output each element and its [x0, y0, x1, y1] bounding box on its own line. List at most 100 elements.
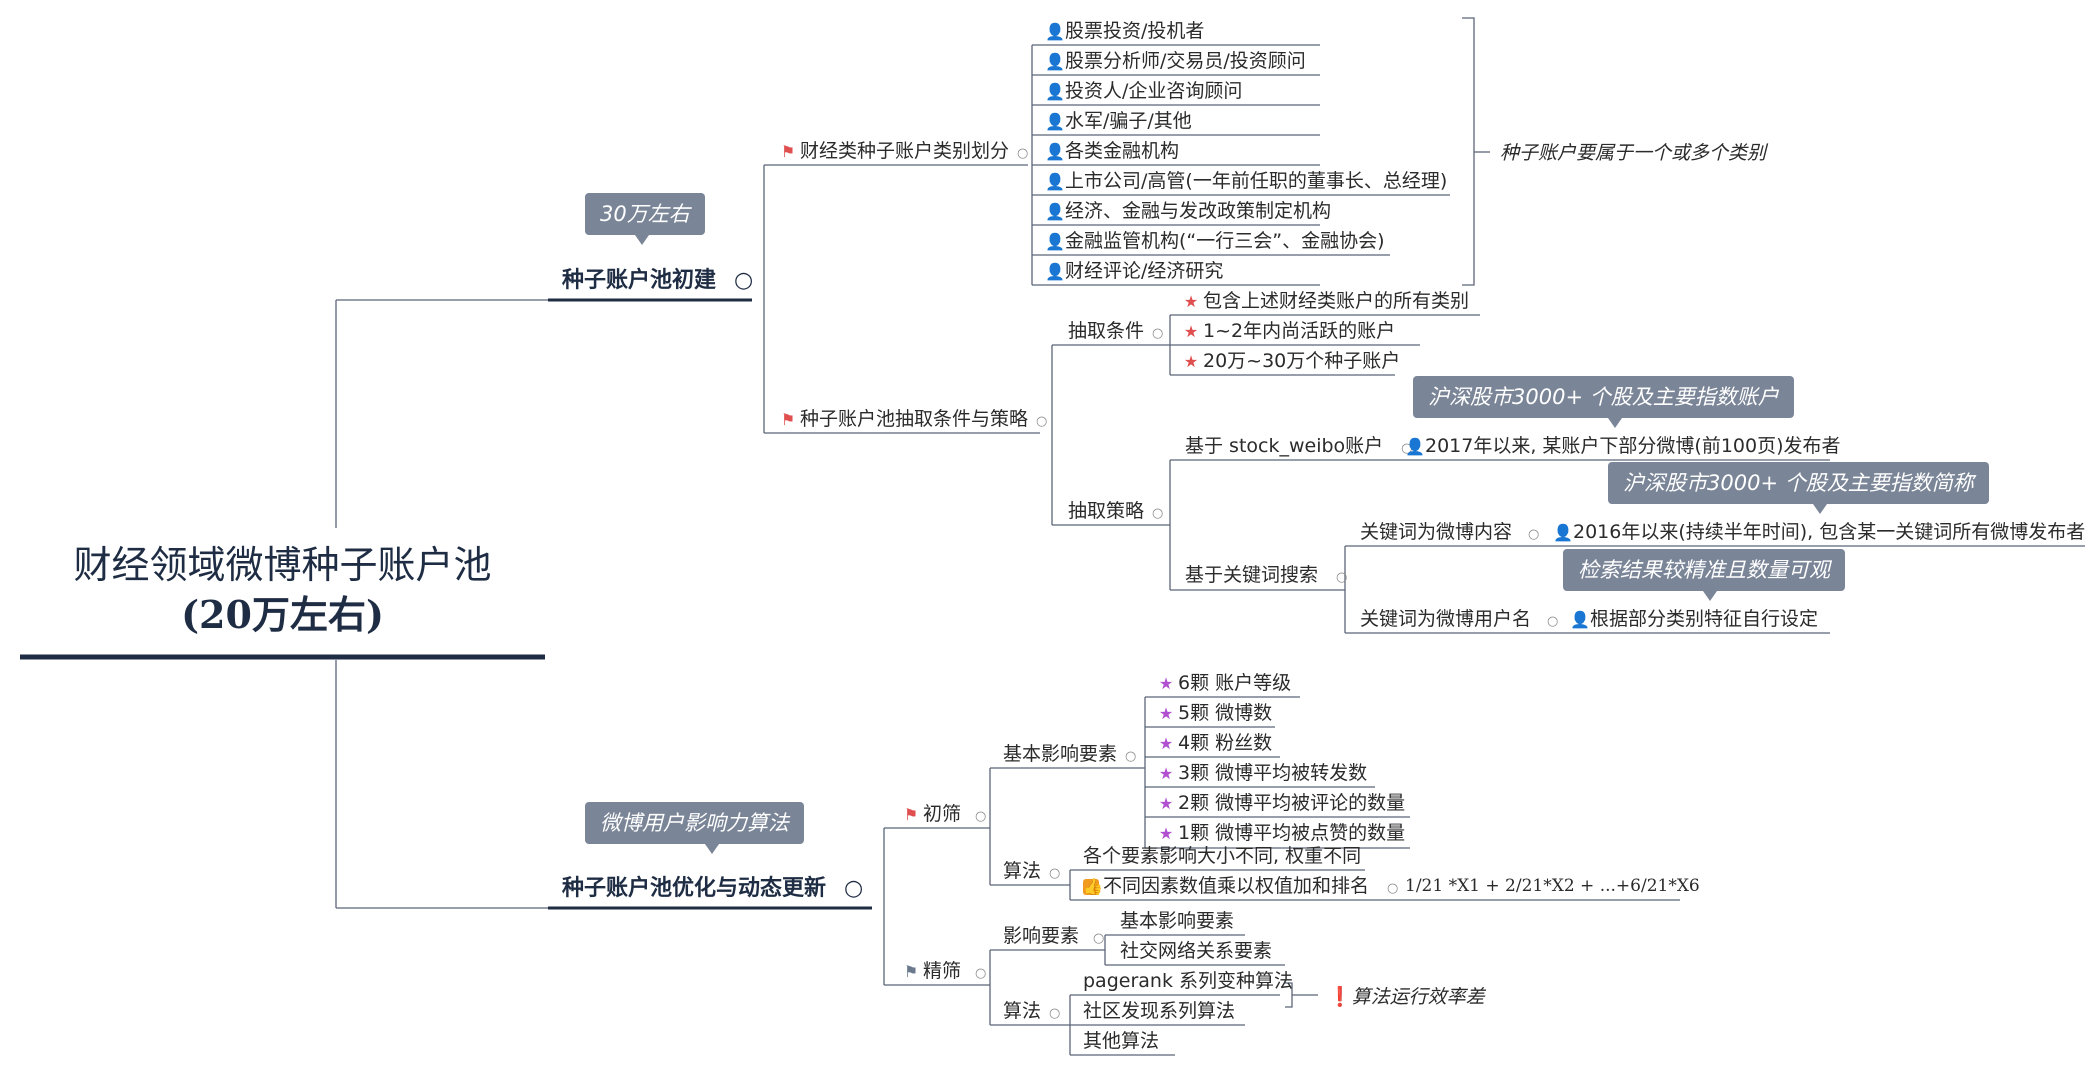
- node-extraction[interactable]: ⚑种子账户池抽取条件与策略○: [780, 406, 1048, 435]
- algorithm-item[interactable]: 👍不同因素数值乘以权值加和排名 ○: [1083, 873, 1398, 902]
- category-item[interactable]: 👤股票分析师/交易员/投资顾问: [1045, 48, 1306, 75]
- star-icon: ★: [1183, 322, 1199, 341]
- person-icon: 👤: [1045, 142, 1065, 161]
- category-item[interactable]: 👤投资人/企业咨询顾问: [1045, 78, 1242, 105]
- collapse-icon[interactable]: ○: [844, 876, 864, 901]
- root-topic[interactable]: 财经领域微博种子账户池 (20万左右): [20, 540, 545, 640]
- callout-text: 30万左右: [600, 202, 690, 226]
- item-text: 水军/骗子/其他: [1065, 110, 1192, 132]
- node-strategy[interactable]: 抽取策略○: [1068, 498, 1163, 527]
- node-label: 算法: [1003, 860, 1042, 882]
- factor-item[interactable]: ★5颗 微博数: [1158, 700, 1272, 727]
- node-initial-algorithm[interactable]: 算法 ○: [1003, 858, 1060, 887]
- fine-algorithm-item[interactable]: 其他算法: [1083, 1028, 1159, 1054]
- collapse-icon[interactable]: ○: [975, 966, 987, 981]
- condition-item[interactable]: ★20万~30万个种子账户: [1183, 348, 1400, 375]
- node-keyword-content[interactable]: 关键词为微博内容○: [1360, 519, 1539, 548]
- node-label: 算法: [1003, 1000, 1042, 1022]
- collapse-icon[interactable]: ○: [1049, 1006, 1061, 1021]
- collapse-icon[interactable]: ○: [1152, 326, 1164, 341]
- branch-title: 种子账户池优化与动态更新: [562, 876, 827, 901]
- fine-algorithm-item[interactable]: 社区发现系列算法: [1083, 998, 1235, 1024]
- callout-stock-accounts: 沪深股市3000+ 个股及主要指数账户: [1413, 376, 1794, 428]
- collapse-icon[interactable]: ○: [1036, 414, 1048, 429]
- node-conditions[interactable]: 抽取条件 ○: [1068, 318, 1163, 347]
- node-fine-factors[interactable]: 影响要素○: [1003, 923, 1104, 952]
- node-keyword-username[interactable]: 关键词为微博用户名○: [1360, 606, 1558, 635]
- category-item[interactable]: 👤股票投资/投机者: [1045, 18, 1204, 45]
- fine-factor-item[interactable]: 基本影响要素: [1120, 908, 1234, 934]
- factor-item[interactable]: ★1颗 微博平均被点赞的数量: [1158, 820, 1405, 847]
- person-icon: 👤: [1045, 112, 1065, 131]
- fine-factor-item[interactable]: 社交网络关系要素: [1120, 938, 1272, 964]
- condition-item[interactable]: ★包含上述财经类账户的所有类别: [1183, 288, 1469, 315]
- node-initial-screen[interactable]: ⚑初筛 ○: [903, 801, 987, 830]
- category-item[interactable]: 👤上市公司/高管(一年前任职的董事长、总经理): [1045, 168, 1447, 195]
- thumbs-up-icon: 👍: [1083, 877, 1103, 896]
- collapse-icon[interactable]: ○: [1528, 527, 1540, 542]
- node-label: 抽取条件: [1068, 320, 1145, 342]
- keyword-username-result[interactable]: 👤根据部分类别特征自行设定: [1570, 606, 1818, 633]
- callout-search-quality: 检索结果较精准且数量可观: [1563, 549, 1845, 601]
- root-subtitle: (20万左右): [181, 592, 384, 637]
- category-item[interactable]: 👤经济、金融与发改政策制定机构: [1045, 198, 1331, 225]
- factor-item[interactable]: ★6颗 账户等级: [1158, 670, 1291, 697]
- algorithm-item[interactable]: 各个要素影响大小不同, 权重不同: [1083, 843, 1361, 869]
- item-text: 其他算法: [1083, 1030, 1160, 1052]
- item-text: 根据部分类别特征自行设定: [1590, 608, 1819, 630]
- fine-algorithm-item[interactable]: pagerank 系列变种算法: [1083, 968, 1293, 994]
- node-label: 基于关键词搜索: [1185, 564, 1319, 586]
- condition-item[interactable]: ★1~2年内尚活跃的账户: [1183, 318, 1395, 345]
- star-icon: ★: [1158, 734, 1174, 753]
- item-text: 投资人/企业咨询顾问: [1065, 80, 1243, 102]
- category-item[interactable]: 👤金融监管机构(“一行三会”、金融协会): [1045, 228, 1385, 255]
- collapse-icon[interactable]: ○: [1093, 931, 1105, 946]
- category-item[interactable]: 👤各类金融机构: [1045, 138, 1179, 165]
- callout-text: 沪深股市3000+ 个股及主要指数简称: [1623, 471, 1974, 495]
- branch-optimization[interactable]: 种子账户池优化与动态更新 ○: [562, 870, 863, 902]
- node-weibo-account[interactable]: 基于 stock_weibo账户○: [1185, 433, 1413, 462]
- callout-text: 检索结果较精准且数量可观: [1578, 558, 1830, 582]
- flag-icon: ⚑: [903, 805, 919, 824]
- item-text: 各个要素影响大小不同, 权重不同: [1083, 845, 1362, 867]
- node-keyword-search[interactable]: 基于关键词搜索 ○: [1185, 562, 1347, 591]
- item-text: pagerank 系列变种算法: [1083, 970, 1293, 992]
- factor-item[interactable]: ★4颗 粉丝数: [1158, 730, 1272, 757]
- category-item[interactable]: 👤水军/骗子/其他: [1045, 108, 1192, 135]
- weighted-formula[interactable]: 1/21 *X1 + 2/21*X2 + ...+6/21*X6: [1405, 876, 1700, 896]
- item-text: 3颗 微博平均被转发数: [1178, 762, 1368, 784]
- item-text: 不同因素数值乘以权值加和排名: [1103, 875, 1370, 897]
- root-title: 财经领域微博种子账户池: [73, 543, 492, 587]
- person-icon: 👤: [1045, 232, 1065, 251]
- star-icon: ★: [1158, 794, 1174, 813]
- collapse-icon[interactable]: ○: [975, 809, 987, 824]
- category-item[interactable]: 👤财经评论/经济研究: [1045, 258, 1223, 285]
- flag-icon: ⚑: [780, 410, 796, 429]
- keyword-content-result[interactable]: 👤2016年以来(持续半年时间), 包含某一关键词所有微博发布者: [1553, 519, 2085, 546]
- collapse-icon[interactable]: ○: [1547, 614, 1559, 629]
- factor-item[interactable]: ★2颗 微博平均被评论的数量: [1158, 790, 1405, 817]
- algorithm-note: ❗算法运行效率差: [1328, 982, 1485, 1009]
- factor-item[interactable]: ★3颗 微博平均被转发数: [1158, 760, 1367, 787]
- collapse-icon[interactable]: ○: [1125, 749, 1137, 764]
- branch-seed-pool-init[interactable]: 种子账户池初建○: [562, 262, 753, 294]
- collapse-icon[interactable]: ○: [1387, 881, 1399, 896]
- callout-text: 沪深股市3000+ 个股及主要指数账户: [1428, 385, 1779, 409]
- node-label: 初筛: [923, 803, 962, 825]
- node-basic-factors[interactable]: 基本影响要素○: [1003, 741, 1136, 770]
- item-text: 金融监管机构(“一行三会”、金融协会): [1065, 230, 1385, 252]
- star-icon: ★: [1158, 674, 1174, 693]
- collapse-icon[interactable]: ○: [1049, 866, 1061, 881]
- node-fine-algorithm[interactable]: 算法 ○: [1003, 998, 1060, 1027]
- node-category[interactable]: ⚑财经类种子账户类别划分○: [780, 138, 1029, 167]
- collapse-icon[interactable]: ○: [1152, 506, 1164, 521]
- person-icon: 👤: [1045, 22, 1065, 41]
- star-icon: ★: [1158, 824, 1174, 843]
- collapse-icon[interactable]: ○: [734, 268, 754, 293]
- collapse-icon[interactable]: ○: [1401, 441, 1413, 456]
- weibo-result[interactable]: 👤2017年以来, 某账户下部分微博(前100页)发布者: [1405, 433, 1841, 460]
- node-fine-screen[interactable]: ⚑精筛○: [903, 958, 987, 987]
- collapse-icon[interactable]: ○: [1017, 146, 1029, 161]
- collapse-icon[interactable]: ○: [1336, 570, 1348, 585]
